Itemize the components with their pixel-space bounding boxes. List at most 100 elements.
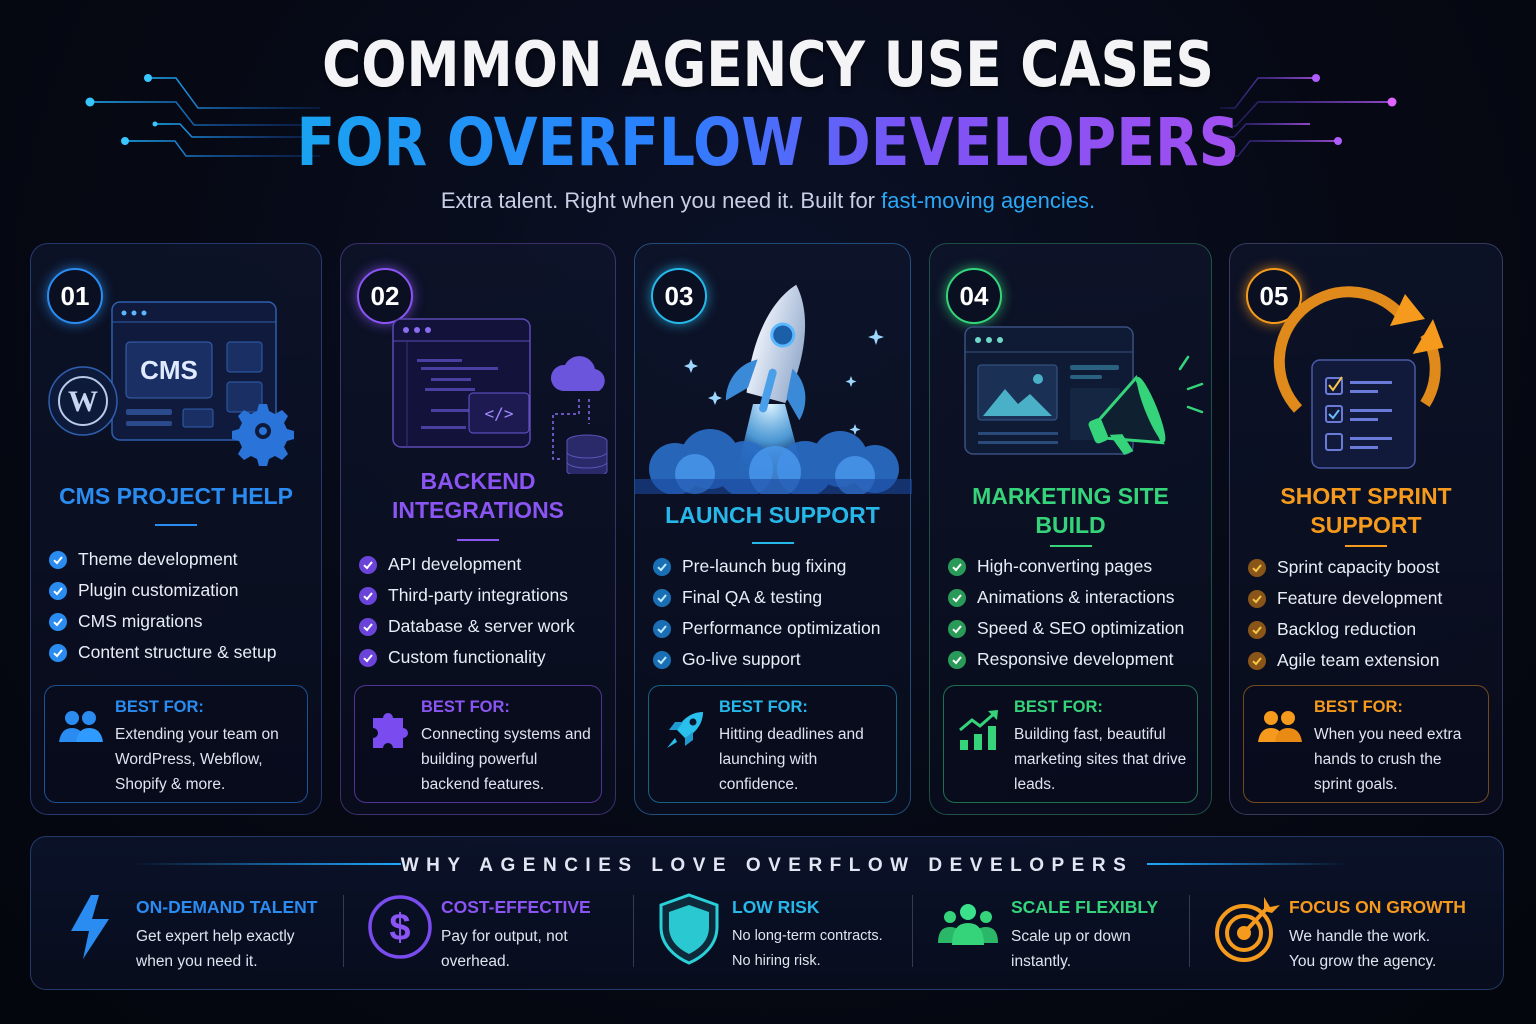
check-icon [1248, 589, 1266, 608]
card-number-badge: 04 [946, 268, 1002, 324]
feature-item: Agile team extension [1248, 645, 1492, 676]
feature-item: High-converting pages [948, 551, 1201, 582]
check-icon [948, 588, 966, 607]
svg-text:CMS: CMS [140, 355, 198, 385]
team-users-icon [59, 708, 103, 748]
feature-item: Plugin customization [49, 575, 311, 606]
title-divider [457, 539, 499, 541]
subtitle-text: Extra talent. Right when you need it. Bu… [440, 188, 882, 213]
why-item-growth: FOCUS ON GROWTH We handle the work.You g… [1214, 889, 1494, 979]
check-icon [1248, 651, 1266, 670]
why-divider [912, 895, 913, 967]
best-for-text: When you need extra hands to crush the s… [1314, 726, 1462, 793]
best-for-label: BEST FOR: [421, 698, 510, 716]
circuit-lines-right-decoration [1220, 60, 1460, 170]
check-icon [359, 648, 377, 667]
check-icon [948, 557, 966, 576]
best-for-box: BEST FOR: Connecting systems and buildin… [354, 685, 602, 803]
title-divider [155, 524, 197, 526]
feature-item: Feature development [1248, 583, 1492, 614]
best-for-label: BEST FOR: [719, 698, 808, 716]
why-item-label: COST-EFFECTIVE [441, 897, 591, 917]
why-divider [1189, 895, 1190, 967]
check-icon [49, 612, 67, 631]
feature-item: Backlog reduction [1248, 614, 1492, 645]
check-icon [948, 619, 966, 638]
why-item-label: LOW RISK [732, 897, 820, 917]
check-icon [359, 586, 377, 605]
best-for-box: BEST FOR: Building fast, beautiful marke… [943, 685, 1198, 803]
use-case-card-backend: 02 </> BACKEND INTEGR [340, 243, 616, 815]
best-for-text: Building fast, beautiful marketing sites… [1014, 726, 1187, 793]
dollar-coin-icon: $ [366, 893, 436, 965]
check-icon [49, 643, 67, 662]
why-item-label: FOCUS ON GROWTH [1289, 897, 1466, 917]
check-icon [49, 581, 67, 600]
code-window-cloud-database-icon: </> [341, 264, 615, 478]
svg-text:</>: </> [485, 404, 514, 423]
feature-item: Content structure & setup [49, 637, 311, 668]
use-case-cards: 01 CMS W CMS PROJ [30, 243, 1506, 815]
svg-text:W: W [68, 385, 98, 418]
best-for-box: BEST FOR: Extending your team on WordPre… [44, 685, 308, 803]
subtitle: Extra talent. Right when you need it. Bu… [0, 188, 1536, 214]
best-for-text: Extending your team on WordPress, Webflo… [115, 726, 279, 793]
feature-item: Third-party integrations [359, 580, 605, 611]
check-icon [948, 650, 966, 669]
feature-item: Responsive development [948, 644, 1201, 675]
check-icon [653, 650, 671, 669]
feature-item: Theme development [49, 544, 311, 575]
feature-list: Pre-launch bug fixing Final QA & testing… [653, 551, 900, 675]
title-divider [1049, 545, 1092, 547]
why-title-line-right [1147, 863, 1347, 865]
website-megaphone-icon [930, 264, 1211, 474]
card-number-badge: 02 [357, 268, 413, 324]
rocket-launch-icon [635, 264, 912, 498]
feature-item: Go-live support [653, 644, 900, 675]
feature-item: Custom functionality [359, 642, 605, 673]
page-title-line-1: COMMON AGENCY USE CASES [322, 28, 1214, 101]
why-item-on-demand: ON-DEMAND TALENT Get expert help exactly… [61, 889, 341, 979]
rocket-icon [663, 708, 707, 748]
puzzle-piece-icon [369, 708, 413, 748]
best-for-label: BEST FOR: [115, 698, 204, 716]
feature-item: Final QA & testing [653, 582, 900, 613]
why-item-label: SCALE FLEXIBLY [1011, 897, 1159, 917]
use-case-card-cms: 01 CMS W CMS PROJ [30, 243, 322, 815]
use-case-card-launch: 03 [634, 243, 912, 815]
feature-item: Database & server work [359, 611, 605, 642]
feature-item: Animations & interactions [948, 582, 1201, 613]
check-icon [359, 617, 377, 636]
why-item-text: No long-term contracts.No hiring risk. [732, 928, 883, 969]
card-title: CMS PROJECT HELP [59, 483, 293, 509]
why-agencies-panel: WHY AGENCIES LOVE OVERFLOW DEVELOPERS ON… [30, 836, 1504, 990]
use-case-card-marketing: 04 MARKETING SITE BU [929, 243, 1212, 815]
svg-text:$: $ [389, 907, 410, 949]
sprint-checklist-cycle-icon [1230, 264, 1502, 474]
check-icon [1248, 620, 1266, 639]
check-icon [359, 555, 377, 574]
why-title: WHY AGENCIES LOVE OVERFLOW DEVELOPERS [400, 855, 1134, 876]
feature-item: CMS migrations [49, 606, 311, 637]
feature-list: High-converting pages Animations & inter… [948, 551, 1201, 675]
card-title: MARKETING SITE BUILD [972, 483, 1169, 538]
feature-item: Speed & SEO optimization [948, 613, 1201, 644]
why-item-low-risk: LOW RISK No long-term contracts.No hirin… [657, 889, 927, 979]
check-icon [653, 619, 671, 638]
feature-list: API development Third-party integrations… [359, 549, 605, 673]
check-icon [1248, 558, 1266, 577]
team-users-icon [1258, 708, 1302, 748]
growth-chart-icon [958, 708, 1002, 750]
feature-item: API development [359, 549, 605, 580]
card-title: LAUNCH SUPPORT [665, 502, 880, 528]
best-for-label: BEST FOR: [1314, 698, 1403, 716]
feature-item: Performance optimization [653, 613, 900, 644]
use-case-card-sprint: 05 SHORT SPRINT SUPPORT Sprint capacity … [1229, 243, 1503, 815]
shield-icon [657, 893, 727, 965]
best-for-text: Hitting deadlines and launching with con… [719, 726, 864, 793]
best-for-box: BEST FOR: Hitting deadlines and launchin… [648, 685, 897, 803]
